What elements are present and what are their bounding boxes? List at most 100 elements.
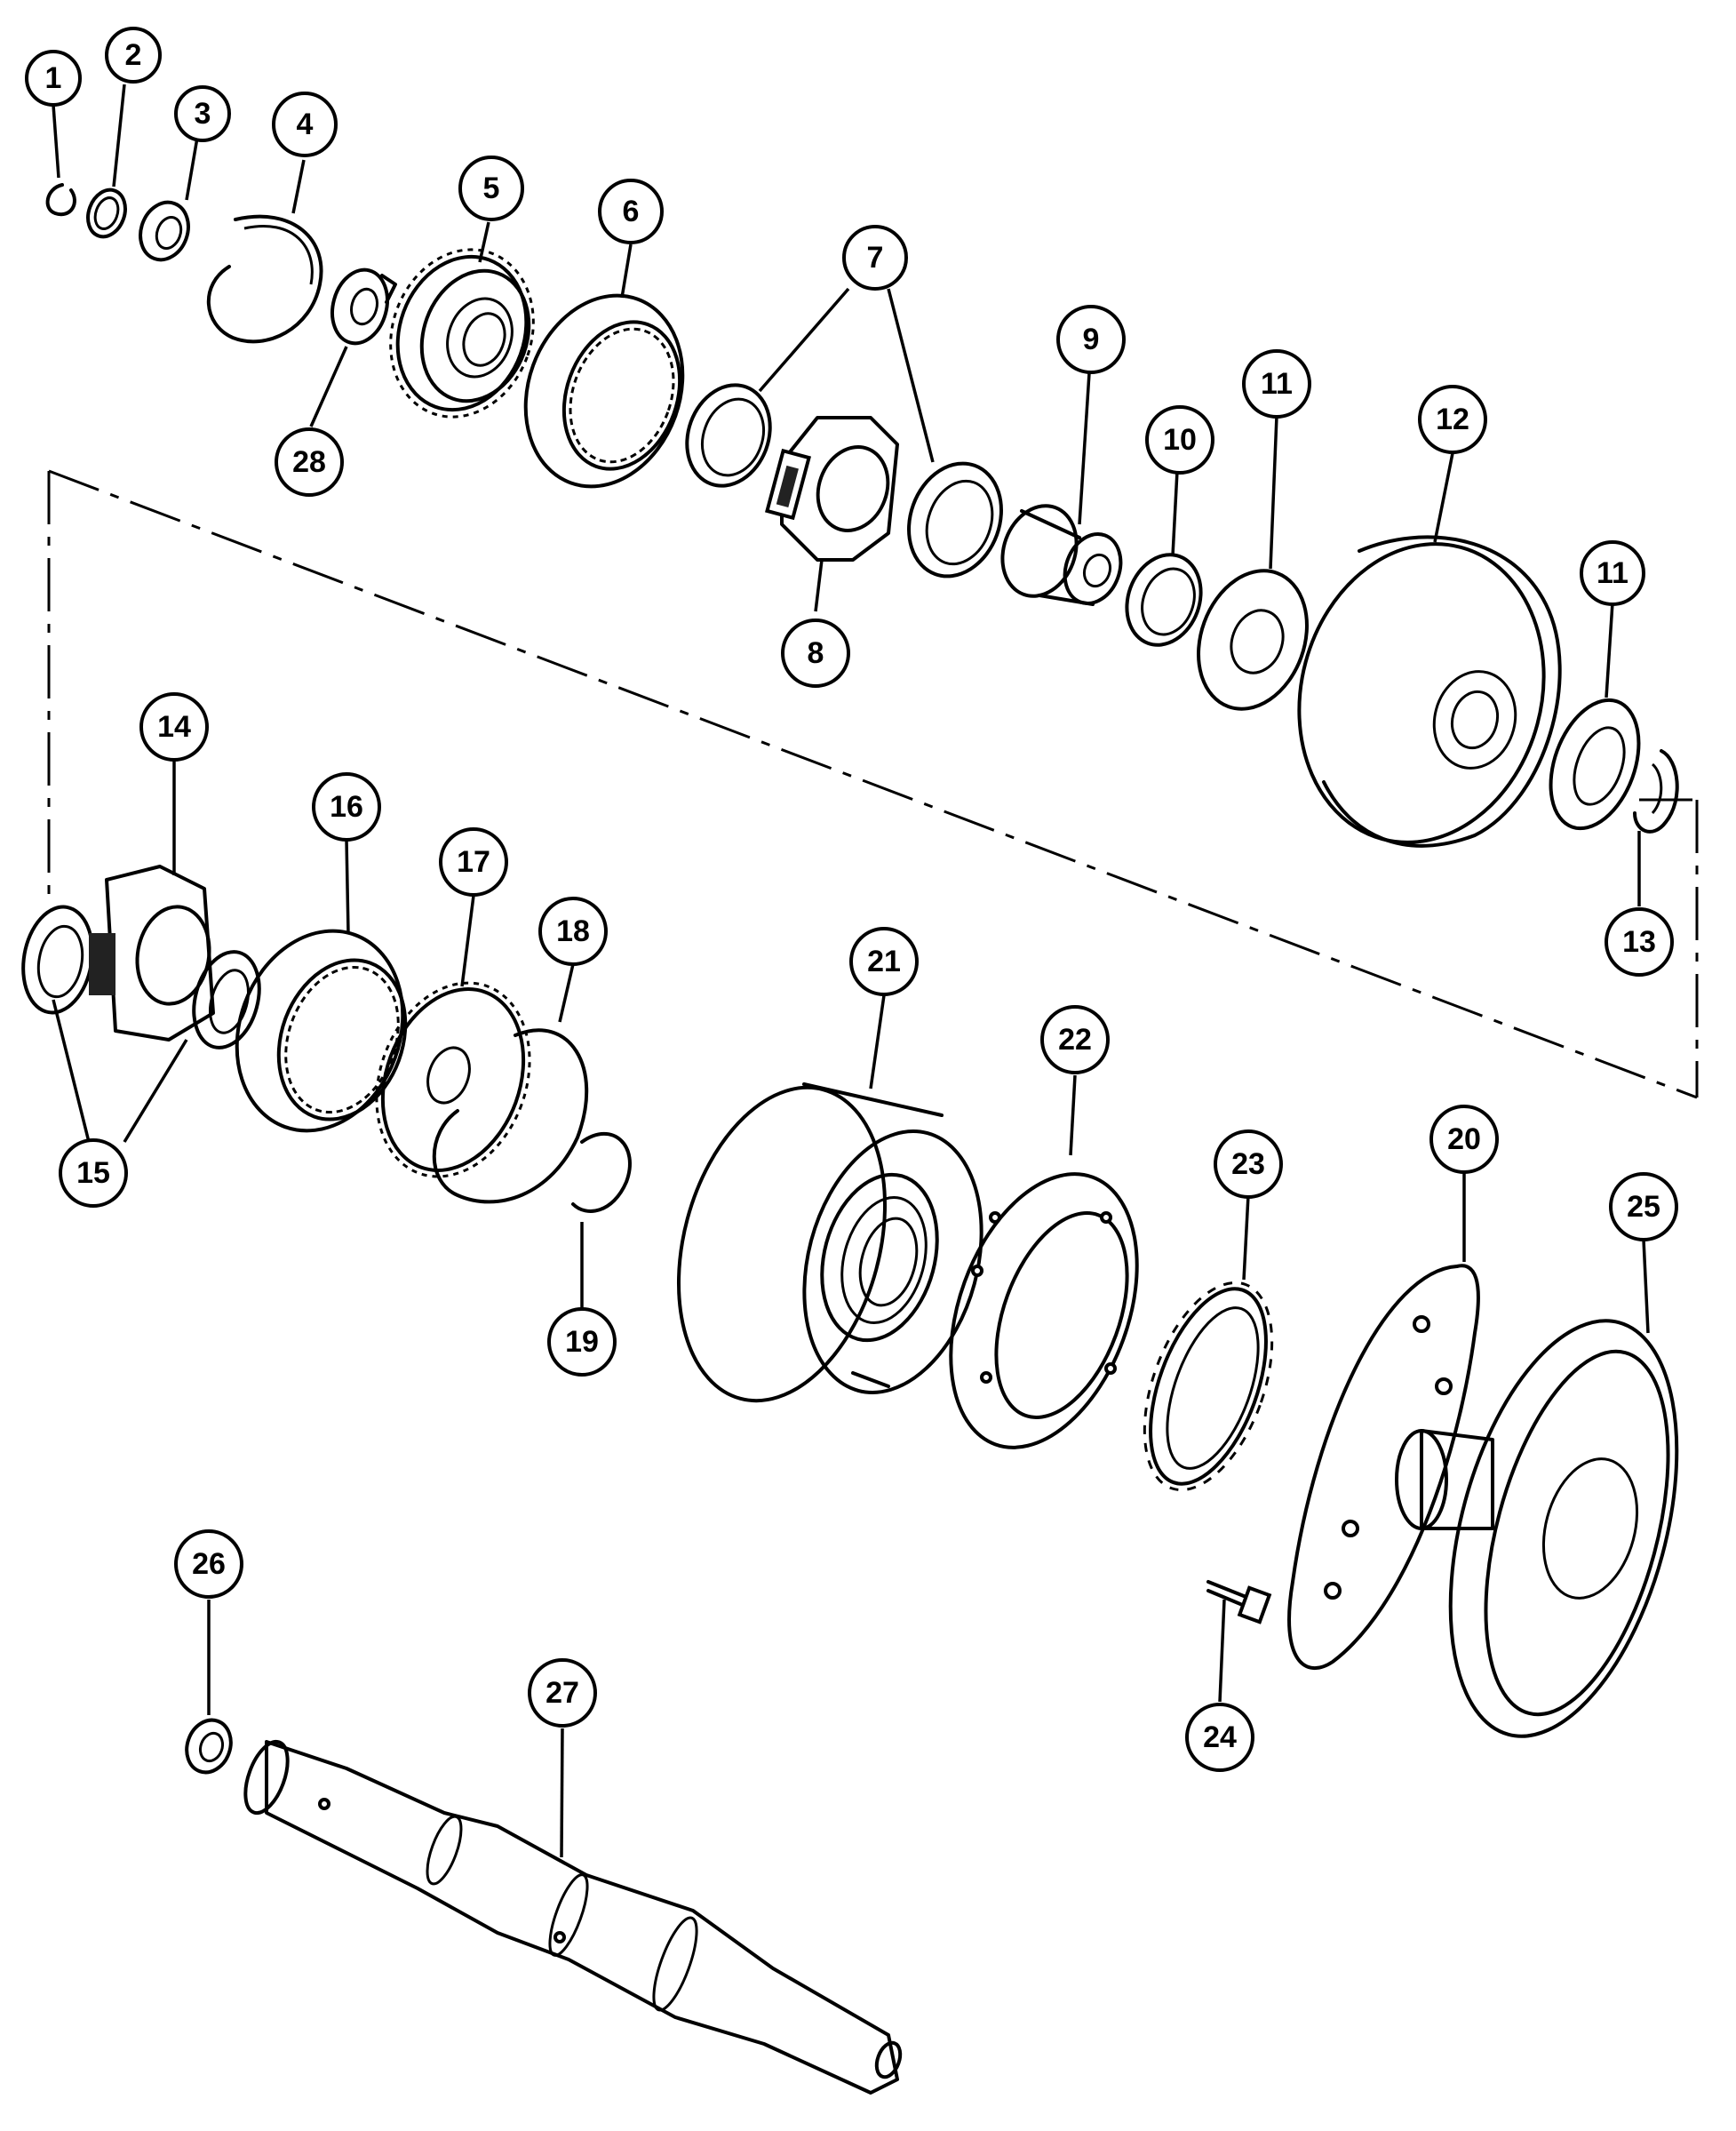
callout-5: 5 xyxy=(458,156,524,221)
leader-7b xyxy=(887,288,935,463)
callout-3: 3 xyxy=(174,85,231,142)
leader-6 xyxy=(620,243,633,299)
callout-5-label: 5 xyxy=(483,172,500,205)
callout-19-label: 19 xyxy=(565,1325,599,1359)
callout-7-label: 7 xyxy=(867,241,884,275)
part-28-tabbed-washer xyxy=(330,267,397,346)
callout-13: 13 xyxy=(1605,907,1674,977)
leader-12 xyxy=(1433,452,1454,543)
leader-11a xyxy=(1269,415,1278,570)
callout-11-upper-label: 11 xyxy=(1261,367,1293,401)
part-2-ring xyxy=(86,188,127,239)
leader-11b xyxy=(1605,602,1614,698)
leader-5 xyxy=(478,221,490,263)
part-16-ring-gear xyxy=(235,929,408,1133)
leader-10 xyxy=(1171,470,1179,556)
callout-14: 14 xyxy=(139,692,209,762)
callout-24: 24 xyxy=(1185,1703,1254,1772)
part-11-thrust-washer-lower xyxy=(1549,698,1641,831)
callout-23: 23 xyxy=(1214,1129,1283,1199)
leader-7a xyxy=(758,287,850,393)
callout-3-label: 3 xyxy=(195,97,211,131)
callout-24-label: 24 xyxy=(1203,1720,1237,1754)
callout-25-label: 25 xyxy=(1627,1190,1660,1224)
callout-17-label: 17 xyxy=(457,845,490,879)
callout-28-label: 28 xyxy=(292,445,326,479)
part-4-snap-ring xyxy=(206,214,323,344)
part-12-clutch-drum xyxy=(1297,535,1562,848)
part-15-thrust-bearing xyxy=(192,950,261,1050)
part-20-reaction-plate xyxy=(1287,1264,1480,1671)
part-13-snap-ring xyxy=(1633,749,1679,834)
leader-16 xyxy=(345,839,350,934)
callout-20: 20 xyxy=(1429,1105,1499,1174)
leader-17 xyxy=(460,895,475,987)
callout-22-label: 22 xyxy=(1058,1023,1092,1057)
callout-23-label: 23 xyxy=(1231,1147,1265,1181)
callout-18: 18 xyxy=(538,897,608,966)
leader-21 xyxy=(869,994,886,1089)
callout-27-label: 27 xyxy=(545,1676,579,1710)
leader-23 xyxy=(1242,1194,1250,1281)
leader-1 xyxy=(52,104,60,179)
leader-27 xyxy=(560,1728,564,1858)
callout-11-lower: 11 xyxy=(1580,540,1645,606)
part-22-one-way-clutch-race xyxy=(949,1172,1139,1449)
callout-26: 26 xyxy=(174,1529,243,1599)
leader-2 xyxy=(112,84,126,188)
callout-20-label: 20 xyxy=(1447,1122,1481,1156)
part-26-seal xyxy=(185,1718,233,1775)
part-19-snap-ring xyxy=(571,1131,632,1213)
callout-14-label: 14 xyxy=(157,710,191,744)
callout-12: 12 xyxy=(1418,385,1487,454)
callout-26-label: 26 xyxy=(192,1547,226,1581)
callout-9-label: 9 xyxy=(1083,323,1100,356)
part-24-bolt xyxy=(1206,1580,1272,1624)
part-21-clutch-housing xyxy=(676,1082,983,1403)
part-14-planet-carrier xyxy=(21,865,215,1042)
part-3-thrust-washer xyxy=(139,200,190,262)
part-6-ring-gear xyxy=(523,293,685,489)
part-25-oil-pump xyxy=(1395,1319,1679,1738)
part-27-input-shaft xyxy=(243,1739,903,2095)
callout-21-label: 21 xyxy=(867,945,901,978)
leader-15a xyxy=(52,999,91,1143)
callout-7: 7 xyxy=(842,225,908,291)
callout-6: 6 xyxy=(598,179,664,244)
callout-9: 9 xyxy=(1056,305,1126,374)
part-10-bushing xyxy=(1125,553,1203,647)
callout-8: 8 xyxy=(781,619,850,688)
leader-22 xyxy=(1069,1074,1077,1156)
callout-28: 28 xyxy=(275,427,344,497)
part-1-snap-ring xyxy=(45,183,76,217)
leader-28 xyxy=(309,346,348,427)
callout-1: 1 xyxy=(25,50,82,107)
callout-25: 25 xyxy=(1609,1172,1678,1241)
part-9-sun-gear xyxy=(1000,504,1123,606)
callout-16-label: 16 xyxy=(330,790,363,824)
part-7-bearing-race-right xyxy=(907,461,1003,579)
callout-11-upper: 11 xyxy=(1242,349,1311,419)
callout-17: 17 xyxy=(439,827,508,897)
callout-4-label: 4 xyxy=(297,108,314,141)
assembly-dashed-top xyxy=(48,469,1698,1099)
leader-8 xyxy=(814,559,824,612)
leader-18 xyxy=(558,963,575,1023)
callout-1-label: 1 xyxy=(45,61,62,95)
callout-16: 16 xyxy=(312,772,381,842)
part-23-roller-clutch xyxy=(1143,1281,1274,1492)
part-18-snap-ring xyxy=(432,1028,589,1204)
leader-3 xyxy=(185,137,199,201)
callout-12-label: 12 xyxy=(1436,403,1469,436)
leader-9 xyxy=(1078,372,1091,525)
leader-lines xyxy=(52,84,1650,1858)
callout-21: 21 xyxy=(849,927,919,996)
callout-4: 4 xyxy=(272,92,338,157)
callout-2: 2 xyxy=(105,27,162,84)
part-11-thrust-washer-upper xyxy=(1197,569,1309,711)
leader-4 xyxy=(291,159,306,214)
callout-18-label: 18 xyxy=(556,914,590,948)
callout-10-label: 10 xyxy=(1163,423,1197,457)
callout-13-label: 13 xyxy=(1622,925,1656,959)
